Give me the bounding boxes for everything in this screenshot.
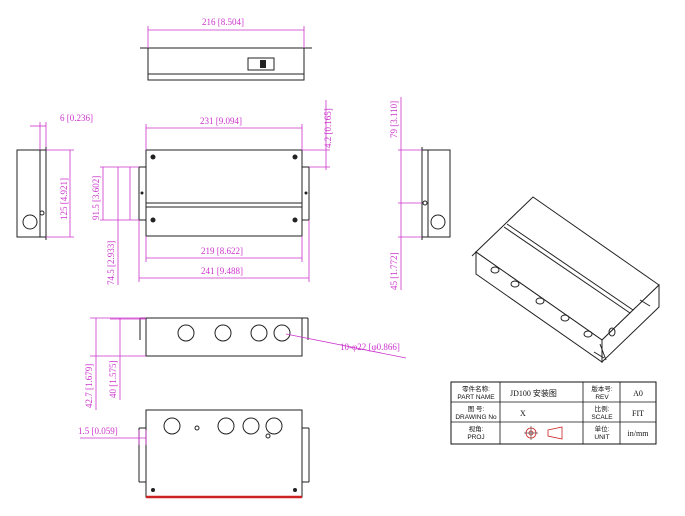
dim-top-width: 216 [8.504] (202, 17, 244, 27)
dim-plan-inner-h: 91.5 [3.602] (91, 176, 101, 220)
front-view: 10-φ22 [φ0.866] 42.7 [1.679] 40 [1.575] (84, 317, 407, 410)
dim-plan-outer-w: 241 [9.488] (201, 266, 243, 276)
drawing-no-label-cn: 图 号: (468, 405, 485, 413)
dim-right-side-low: 45 [1.772] (389, 253, 399, 291)
top-view: 216 [8.504] (140, 17, 312, 81)
dim-plan-width: 231 [9.094] (200, 116, 242, 126)
dim-wall-t: 1.5 [0.059] (78, 426, 118, 436)
dim-plan-lower-h: 74.5 [2.933] (106, 241, 116, 285)
proj-label-cn: 视角: (469, 424, 484, 433)
right-side-view: 79 [3.110] 45 [1.772] (389, 97, 451, 291)
isometric-view (471, 196, 660, 364)
scale-label-cn: 比例: (595, 404, 610, 413)
dim-front-h2: 40 [1.575] (108, 361, 118, 399)
unit-value: in/mm (628, 429, 650, 438)
plan-view: 231 [9.094] 4.2 [0.165] 91.5 [3.602] 74.… (91, 100, 333, 285)
rev-value: A0 (633, 389, 643, 398)
part-name-label-en: PART NAME (457, 394, 495, 401)
dim-right-side-h: 79 [3.110] (389, 101, 399, 138)
unit-label-cn: 单位: (595, 424, 610, 433)
projection-symbol-icon (524, 426, 563, 440)
dim-plan-inner-w: 219 [8.622] (201, 246, 243, 256)
left-side-view: 6 [0.236] 125 [4.921] (16, 113, 93, 240)
proj-label-en: PROJ (467, 434, 484, 441)
scale-value: FIT (632, 409, 644, 418)
dim-side-height: 125 [4.921] (59, 178, 69, 220)
part-name-value: JD100 安装图 (510, 388, 557, 398)
rev-label-cn: 版本号: (591, 384, 613, 393)
bottom-view: 1.5 [0.059] (78, 409, 310, 499)
part-name-label-cn: 零件名称: (462, 384, 490, 393)
drawing-no-label-en: DRAWING No (455, 414, 497, 421)
dim-plan-height-right: 4.2 [0.165] (323, 108, 333, 148)
dim-holes: 10-φ22 [φ0.866] (340, 342, 400, 352)
rev-label-en: REV (595, 394, 609, 401)
unit-label-en: UNIT (594, 434, 609, 441)
scale-label-en: SCALE (591, 414, 613, 421)
dim-flange-offset: 6 [0.236] (60, 113, 93, 123)
title-block: 零件名称: PART NAME JD100 安装图 版本号: REV A0 图 … (450, 381, 657, 445)
dim-front-h1: 42.7 [1.679] (84, 364, 94, 408)
drawing-no-value: X (520, 409, 526, 418)
